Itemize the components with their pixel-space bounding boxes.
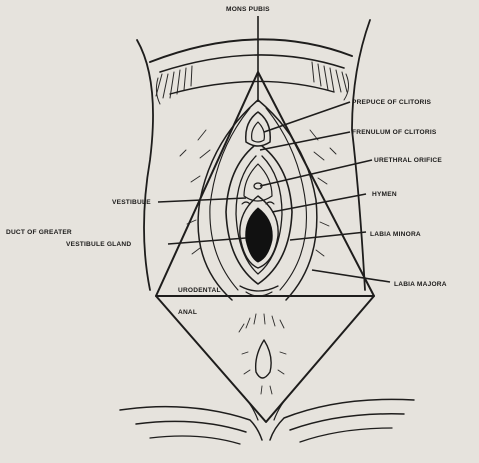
label-urethral-orifice: URETHRAL ORIFICE (374, 157, 442, 164)
hymen-leader (272, 194, 366, 212)
duct-leader (168, 238, 246, 244)
label-frenulum-of-clitoris: FRENULUM OF CLITORIS (352, 129, 437, 136)
right-thigh-line (352, 20, 370, 290)
label-hymen: HYMEN (372, 191, 397, 198)
label-prepuce-of-clitoris: PREPUCE OF CLITORIS (352, 99, 432, 106)
label-anal: ANAL (178, 309, 197, 316)
label-urogenital: URODENTAL (178, 287, 221, 294)
anus-shape (239, 314, 286, 394)
label-labia-minora: LABIA MINORA (370, 231, 421, 238)
label-duct-of-greater: DUCT OF GREATER (6, 229, 72, 236)
labels: MONS PUBIS PREPUCE OF CLITORIS FRENULUM … (6, 6, 447, 316)
fourchette-line (240, 286, 278, 291)
clitoris-shape (246, 112, 271, 146)
frenulum-leader (260, 132, 350, 150)
label-labia-majora: LABIA MAJORA (394, 281, 447, 288)
label-vestibule: VESTIBULE (112, 199, 151, 206)
vestibule-leader (158, 198, 246, 202)
label-mons-pubis: MONS PUBIS (226, 6, 270, 13)
mons-pubis-shape (150, 39, 352, 104)
left-thigh-line (137, 40, 153, 290)
anatomical-drawing (120, 16, 414, 444)
labia-minora-leader (290, 232, 366, 240)
label-vestibule-gland: VESTIBULE GLAND (66, 241, 131, 248)
vaginal-opening-shape (246, 208, 272, 262)
buttock-lines (120, 392, 414, 444)
labia-majora-leader (312, 270, 390, 282)
